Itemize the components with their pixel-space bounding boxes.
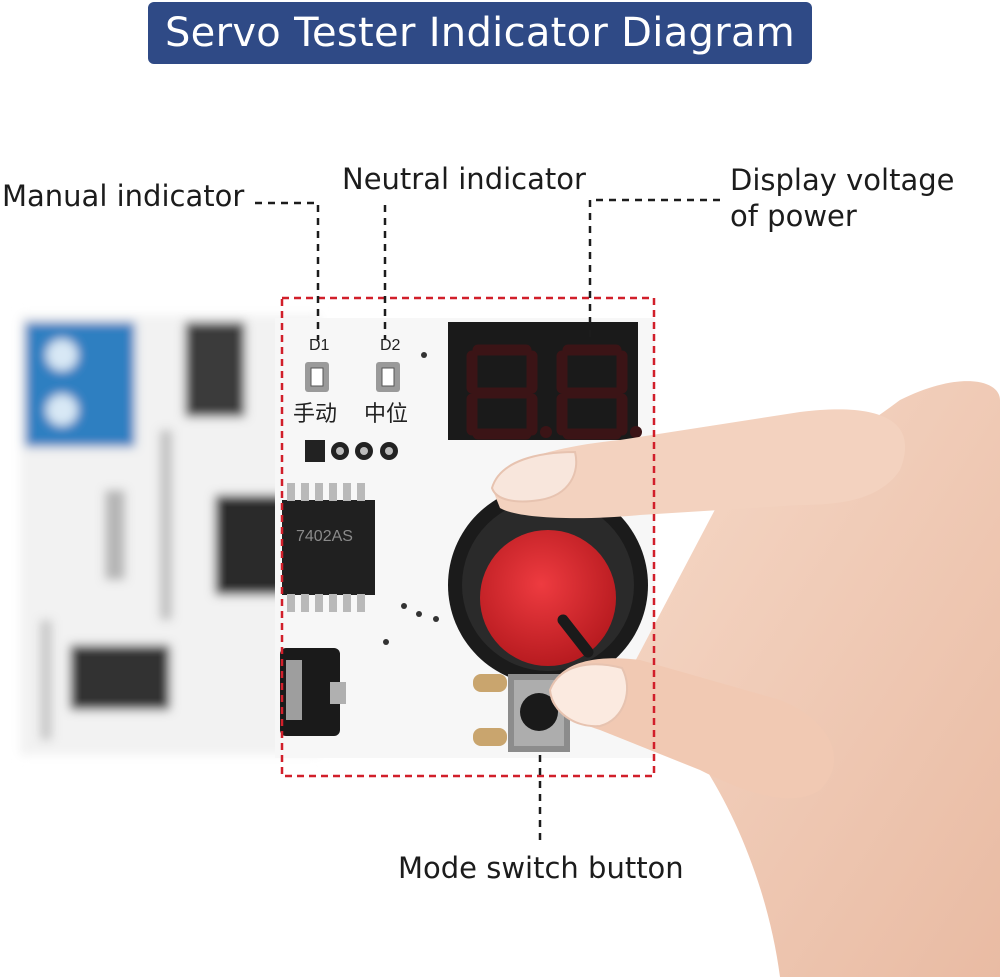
led1-ref: D1 <box>309 337 330 354</box>
pin-header <box>185 322 245 417</box>
blurred-board-background <box>20 315 320 755</box>
led2-cn-label: 中位 <box>364 402 408 427</box>
buzzer-component <box>280 648 346 736</box>
mode-switch-button <box>473 674 570 752</box>
highlight-box <box>280 296 656 778</box>
chip-marking: 7402AS <box>296 528 353 545</box>
led2-ref: D2 <box>380 337 401 354</box>
led1-cn-label: 手动 <box>293 402 337 427</box>
title-banner: Servo Tester Indicator Diagram <box>148 2 812 64</box>
seven-segment-display <box>448 322 642 440</box>
neutral-indicator-label: Neutral indicator <box>342 162 586 196</box>
potentiometer-knob <box>448 485 648 685</box>
diagram-title: Servo Tester Indicator Diagram <box>164 10 796 56</box>
manual-indicator-label: Manual indicator <box>2 179 245 213</box>
ic-chip: 7402AS <box>282 483 375 612</box>
hand-illustration <box>490 381 1000 977</box>
header-pads <box>305 440 398 462</box>
board-vias <box>383 352 439 645</box>
terminal-block <box>25 322 135 447</box>
display-voltage-label-line1: Display voltage <box>730 163 955 197</box>
manual-led <box>305 362 329 392</box>
leader-lines <box>255 198 720 845</box>
neutral-led <box>376 362 400 392</box>
display-voltage-label-line2: of power <box>730 199 857 233</box>
voltage-leader-line <box>588 198 720 340</box>
mode-switch-label: Mode switch button <box>398 851 684 885</box>
